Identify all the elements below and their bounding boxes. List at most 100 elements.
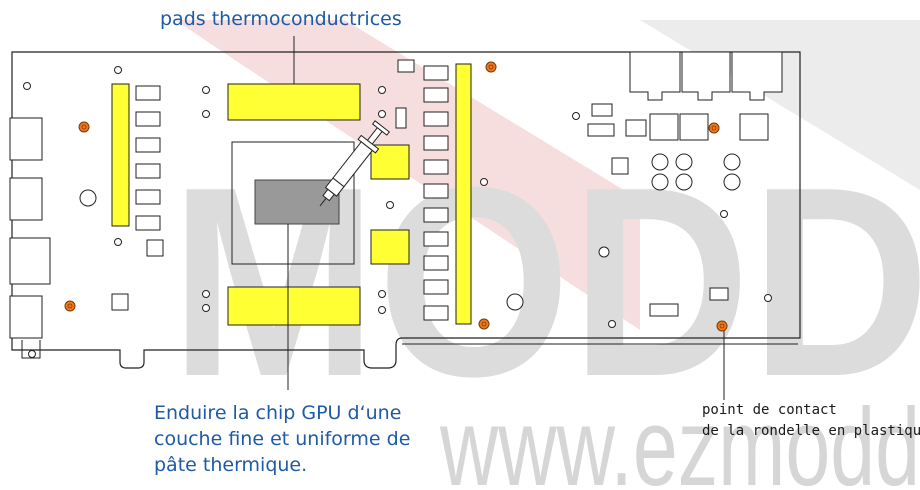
vrm-chip [135,163,161,179]
contact-point [478,318,490,330]
vrm-chip [423,207,449,223]
io-port [9,177,43,221]
thermal-pad-bottom-memory [227,286,361,326]
capacitor [675,153,693,171]
hole [114,66,122,74]
thermal-pad-top-memory [227,83,361,121]
thermal-paste-syringe-icon [319,120,390,207]
component [709,287,729,301]
io-connectors [9,117,51,339]
power-connector [681,51,731,101]
hole [598,246,610,258]
hole [114,238,122,246]
thermal-pads-label: pads thermoconductrices [160,8,402,30]
contact-point [64,300,76,312]
vrm-chip [423,231,449,247]
hole [720,210,728,218]
gpu-die [254,179,340,225]
power-connector [731,51,783,101]
component [587,123,615,137]
mounting-holes [23,66,772,358]
vrm-chip [423,111,449,127]
power-connectors [629,51,783,101]
contact-point-center [81,124,87,130]
pcb-outline [11,51,801,369]
component [679,113,709,141]
component [625,119,647,137]
gpu-paste-instruction: Enduire la chip GPU d‘une couche fine et… [154,400,484,478]
component [591,103,613,117]
capacitor [723,153,741,171]
component [649,113,679,141]
hole [386,201,394,209]
hole [23,82,31,90]
capacitor [651,173,669,191]
left-vrm-components [111,85,164,311]
hole [202,110,210,118]
hole [79,189,97,207]
hole [202,304,210,312]
vrm-chip [423,159,449,175]
vrm-chip [423,305,449,321]
syringe-plunger-cap [371,120,390,136]
hole [202,290,210,298]
hole [572,112,580,120]
hole [608,320,616,328]
capacitor [651,153,669,171]
hole [28,350,36,358]
thermal-pad-center-strip [455,63,472,325]
contact-point-center [67,303,73,309]
vrm-chip [135,189,161,205]
capacitors [651,153,741,191]
pcb-inner-bracket-line [21,340,41,359]
vrm-chip [423,279,449,295]
vrm-chip [423,135,449,151]
hole [764,294,772,302]
component [611,157,629,175]
vrm-chip [423,87,449,103]
component [146,239,164,257]
watermark-url-text: www.ezmodd [439,386,920,490]
hole [378,290,386,298]
vrm-chip [423,65,449,81]
io-port [9,295,43,339]
washer-contact-line-1: point de contact [702,402,837,418]
thermal-pad-left-strip [111,83,130,227]
contact-point [485,61,497,73]
vrm-chip [135,215,161,231]
io-port [9,237,51,285]
component [111,293,129,311]
component [395,107,407,129]
vrm-chip [423,183,449,199]
syringe-needle [319,197,327,207]
component [397,59,415,73]
thermal-pad-right-memory-lower [370,229,410,265]
plastic-washer-contact-points [64,61,728,332]
contact-point-center [481,321,487,327]
contact-point [708,122,720,134]
hole [378,110,386,118]
contact-point-centers [67,64,725,329]
vrm-chip [423,255,449,271]
gpu-side-components [395,59,415,129]
component [649,303,679,317]
vrm-chip [135,85,161,101]
center-vrm-components [423,65,449,321]
washer-contact-label: point de contact de la rondelle en plast… [702,400,920,442]
io-port [9,117,43,161]
syringe-barrel-mark [332,177,345,188]
hole [378,86,386,94]
gpu-paste-line-1: Enduire la chip GPU d‘une [154,402,402,424]
contact-point-center [488,64,494,70]
contact-point [716,320,728,332]
capacitor [723,173,741,191]
gpu-paste-line-2: couche fine et uniforme de [154,428,411,450]
capacitor [675,173,693,191]
hole [506,293,524,311]
component [739,113,769,141]
power-connector [629,51,681,101]
hole [378,306,386,314]
right-components [587,103,769,317]
